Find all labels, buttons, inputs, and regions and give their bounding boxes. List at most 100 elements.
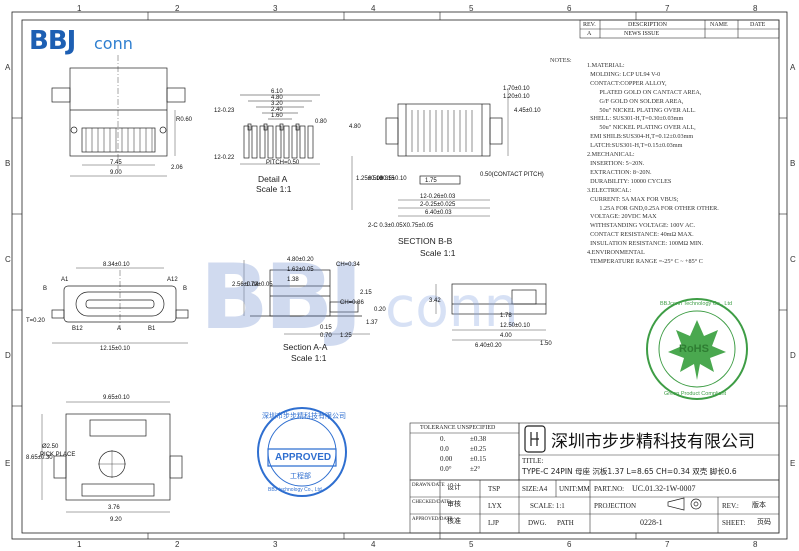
dimension: 1.62±0.05 (287, 267, 314, 273)
zone-label: 8 (753, 540, 758, 549)
dimension: 9.20 (110, 517, 122, 523)
rohs-ring-top: BBJconn Technology Co., Ltd (660, 301, 733, 307)
dimension: 0.15 (320, 325, 332, 331)
dimension: 3.76 (108, 505, 120, 511)
note-line: LATCH:SUS301-H,T=0.15±0.03mm (587, 142, 683, 150)
zone-label: 2 (175, 540, 180, 549)
tolerance-value: ±0.15 (470, 455, 487, 463)
checked-name: LYX (488, 502, 502, 510)
dimension: 12.50±0.10 (500, 323, 530, 329)
dimension: 2.15 (360, 290, 372, 296)
pin-label: B12 (72, 326, 83, 332)
dimension: 3.42 (429, 298, 441, 304)
sheet-value: 页码 (757, 518, 771, 526)
dimension: 0.50(CONTACT PITCH) (480, 172, 544, 178)
dimension: PITCH=0.50 (266, 160, 300, 166)
dimension: 2.40 (271, 107, 283, 113)
dimension: 1.25 (340, 333, 352, 339)
stamp-approved-text: APPROVED (275, 452, 332, 463)
sheet-size: SIZE:A4 (522, 485, 548, 493)
unit: UNIT:MM (559, 485, 590, 493)
dimension: 4.80 (349, 124, 361, 130)
dimension: 6.40±0.03 (425, 210, 452, 216)
dimension: PICK PLACE (40, 452, 76, 458)
dimension: 1.70±0.10 (503, 86, 530, 92)
watermark-logo-suffix: conn (385, 275, 519, 339)
note-line: INSULATION RESISTANCE: 100MΩ MIN. (587, 240, 704, 248)
note-line: TEMPERATURE RANGE =-25° C ~ +85° C (587, 257, 703, 265)
zone-label: E (790, 459, 796, 468)
dimension: 9.00 (110, 170, 122, 176)
note-line: SHELL: SUS301-H,T=0.30±0.03mm (587, 115, 684, 123)
checked-cn: 审核 (447, 500, 461, 508)
tolerance-value: ±2° (470, 465, 481, 473)
checked-label: CHECKED/DATE (412, 500, 450, 505)
dimension: 0.70 (320, 333, 332, 339)
dimension: 7.45 (110, 160, 122, 166)
dimension: T=0.20 (26, 318, 45, 324)
tolerance-title: TOLERANCE UNSPECIFIED (420, 425, 496, 431)
note-line: DURABILITY: 10000 CYCLES (587, 177, 672, 185)
brand-logo-suffix: conn (94, 34, 133, 53)
zone-label: 1 (77, 4, 82, 13)
note-line: CONTACT RESISTANCE: 40mΩ MAX. (587, 231, 694, 239)
tolerance-key: 0. (440, 435, 446, 443)
note-line: 2.MECHANICAL: (587, 151, 635, 159)
zone-label: 8 (753, 4, 758, 13)
dimension: 1.72±0.05 (246, 282, 273, 288)
title-label: TITLE: (522, 457, 544, 465)
pin-label: A1 (61, 277, 69, 283)
approved-cn: 核准 (447, 517, 461, 525)
rohs-ring-bottom: Green Product Compliant (664, 391, 727, 397)
stamp-outer-text: BBJ technology Co., Ltd (268, 487, 322, 493)
dimension: 8.65±0.30 (26, 455, 53, 461)
note-line: EXTRACTION: 8~20N. (587, 168, 652, 176)
dimension: CH=0.34 (336, 262, 360, 268)
dimension: 1.38 (287, 277, 299, 283)
section-marker: B (183, 286, 188, 292)
dimension: 3.20 (271, 101, 283, 107)
part-no: UC.01.32-1W-0007 (632, 484, 696, 493)
view-scale: Scale 1:1 (420, 248, 456, 258)
note-line: EMI SHILB:SUS304-H,T=0.12±0.03mm (587, 133, 694, 141)
dimension: 12-0.22 (214, 155, 235, 161)
dimension: 2-C 0.3±0.05X0.75±0.05 (368, 223, 434, 229)
rev-label: REV.: (722, 502, 739, 510)
zone-label: 5 (469, 540, 474, 549)
view-scale: Scale 1:1 (291, 353, 327, 363)
dimension: 12-0.23 (214, 108, 235, 114)
zone-label: 1 (77, 540, 82, 549)
dimension: 4.00 (500, 333, 512, 339)
note-line: WITHSTANDING VOLTAGE: 100V AC. (587, 222, 696, 230)
zone-label: C (5, 255, 11, 264)
zone-label: 7 (665, 4, 670, 13)
brand-logo: BBJ (29, 26, 76, 56)
dimension: 1.25±0.10 (356, 176, 383, 182)
scale: SCALE: 1:1 (530, 502, 565, 510)
dimension: 4.45±0.10 (514, 108, 541, 114)
projection-label: PROJECTION (594, 502, 637, 510)
note-line: MOLDING: LCP UL94 V-0 (587, 70, 661, 78)
dwg-number: 0228-1 (640, 518, 663, 527)
tolerance-value: ±0.25 (470, 445, 487, 453)
rev-header: NAME (710, 22, 728, 28)
watermark-logo: BBJ (200, 245, 363, 350)
view-title: Section A-A (283, 342, 328, 352)
zone-label: D (790, 351, 796, 360)
drawn-label: DRAWN/DATE (412, 483, 445, 488)
part-no-label: PART.NO: (594, 485, 625, 493)
zone-label: A (790, 63, 796, 72)
stamp-dept-text: 工程部 (290, 472, 311, 480)
zone-label: E (5, 459, 11, 468)
view-title: Detail A (258, 174, 288, 184)
dimension: 9.65±0.10 (103, 395, 130, 401)
rev-value: A (587, 31, 592, 37)
note-line: 1.MATERIAL: (587, 62, 625, 69)
zone-label: 3 (273, 4, 278, 13)
dimension: 12.15±0.10 (100, 346, 130, 352)
dimension: 1.75 (425, 178, 437, 184)
dimension: 1.60 (271, 113, 283, 119)
zone-label: 2 (175, 4, 180, 13)
view-title: SECTION B-B (398, 236, 453, 246)
